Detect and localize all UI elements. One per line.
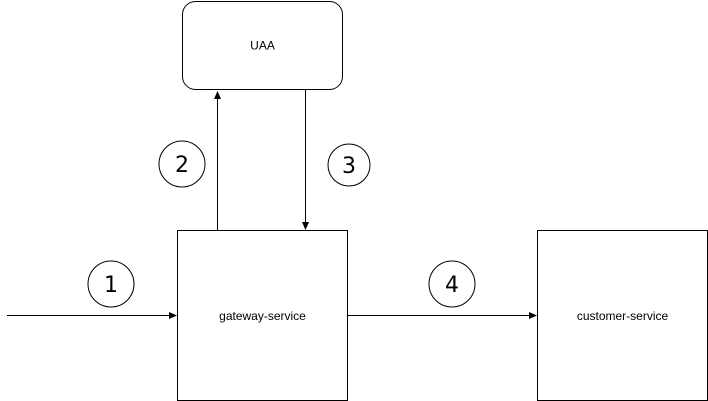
customer-service-node: customer-service — [537, 230, 708, 401]
gateway-service-box — [177, 230, 348, 401]
step-2-circle — [158, 140, 206, 188]
step-4-circle — [428, 260, 476, 308]
uaa-box — [182, 1, 343, 90]
uaa-label: UAA — [250, 39, 275, 53]
step-2-marker: 2 — [158, 140, 206, 188]
step-1-marker: 1 — [87, 260, 135, 308]
step-3-label: 3 — [342, 154, 356, 179]
step-4-marker: 4 — [428, 260, 476, 308]
step-4-label: 4 — [445, 273, 459, 298]
customer-service-box — [537, 230, 708, 401]
step-3-circle — [327, 143, 371, 187]
step-1-circle — [87, 260, 135, 308]
gateway-service-label: gateway-service — [219, 309, 306, 323]
step-1-label: 1 — [104, 273, 118, 298]
uaa-node: UAA — [182, 1, 343, 90]
step-2-label: 2 — [175, 153, 189, 178]
gateway-service-node: gateway-service — [177, 230, 348, 401]
step-3-marker: 3 — [327, 143, 371, 187]
customer-service-label: customer-service — [577, 309, 669, 323]
